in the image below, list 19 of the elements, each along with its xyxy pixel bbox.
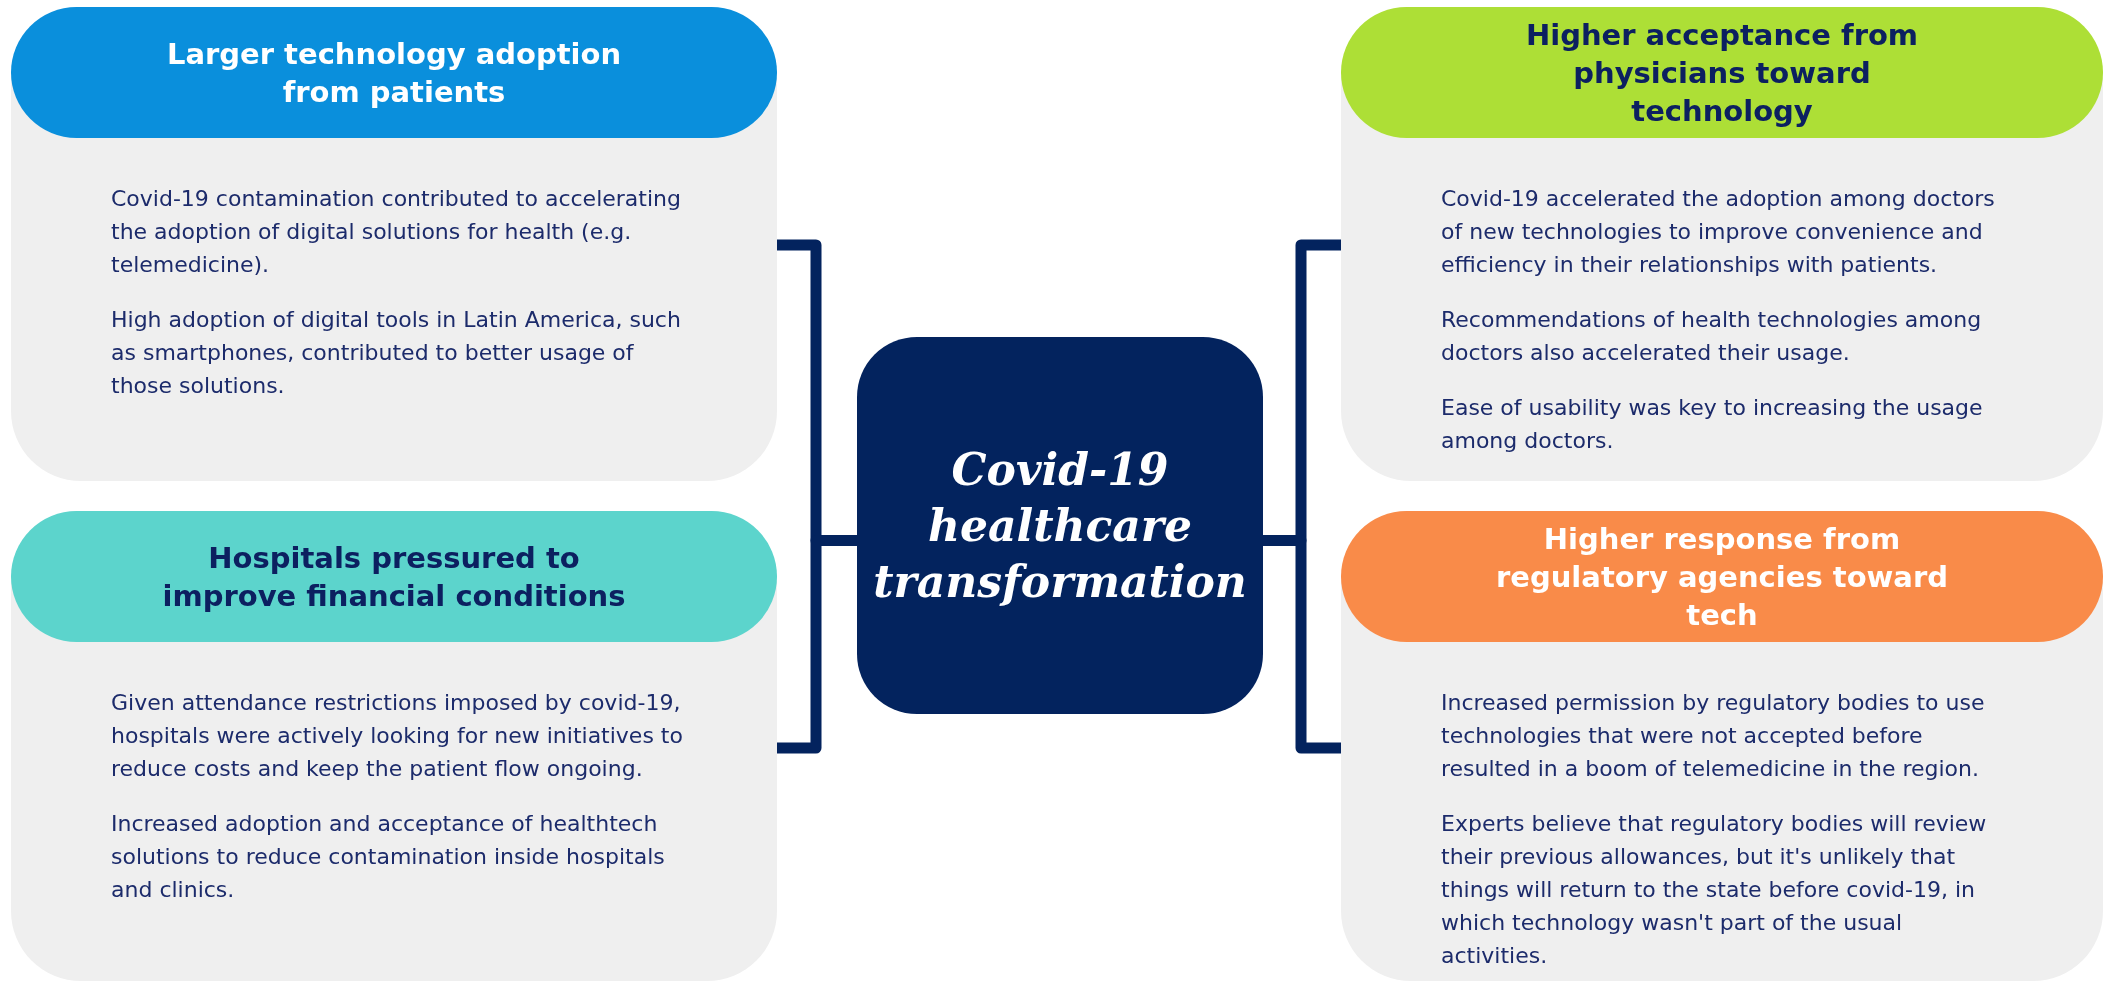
card-heading: Higher response from regulatory agencies toward tech [1341,511,2103,642]
info-card [1341,7,2103,481]
body-paragraph: High adoption of digital tools in Latin America, such as smartphones, contributed to better usage of those solutions. [111,306,682,400]
center-title: Covid-19 healthcare transformation [872,442,1248,609]
body-paragraph: Covid-19 accelerated the adoption among doctors of new technologies to improve convenience and efficiency in their relationships with patients. [1441,185,1996,279]
card-heading: Hospitals pressured to improve financial conditions [11,511,777,642]
info-card [1341,511,2103,981]
center-box [857,337,1263,714]
info-card [11,511,777,981]
info-card [11,7,777,481]
body-paragraph: Covid-19 contamination contributed to accelerating the adoption of digital solutions for health (e.g. telemedicine). [111,185,682,279]
body-paragraph: Increased permission by regulatory bodies to use technologies that were not accepted before resulted in a boom of telemedicine in the region. [1441,689,1986,783]
card-heading: Larger technology adoption from patients [11,7,777,138]
body-paragraph: Given attendance restrictions imposed by covid-19, hospitals were actively looking for new initiatives to reduce costs and keep the patient flow ongoing. [111,689,684,783]
body-paragraph: Ease of usability was key to increasing the usage among doctors. [1441,394,1984,455]
body-paragraph: Recommendations of health technologies among doctors also accelerated their usage. [1441,306,1983,367]
body-paragraph: Increased adoption and acceptance of healthtech solutions to reduce contamination inside hospitals and clinics. [111,810,666,904]
card-heading: Higher acceptance from physicians toward technology [1341,7,2103,138]
body-paragraph: Experts believe that regulatory bodies will review their previous allowances, but it's unlikely that things will return to the state before covid-19, in which technology wasn't part of the usual activities. [1441,810,1988,970]
